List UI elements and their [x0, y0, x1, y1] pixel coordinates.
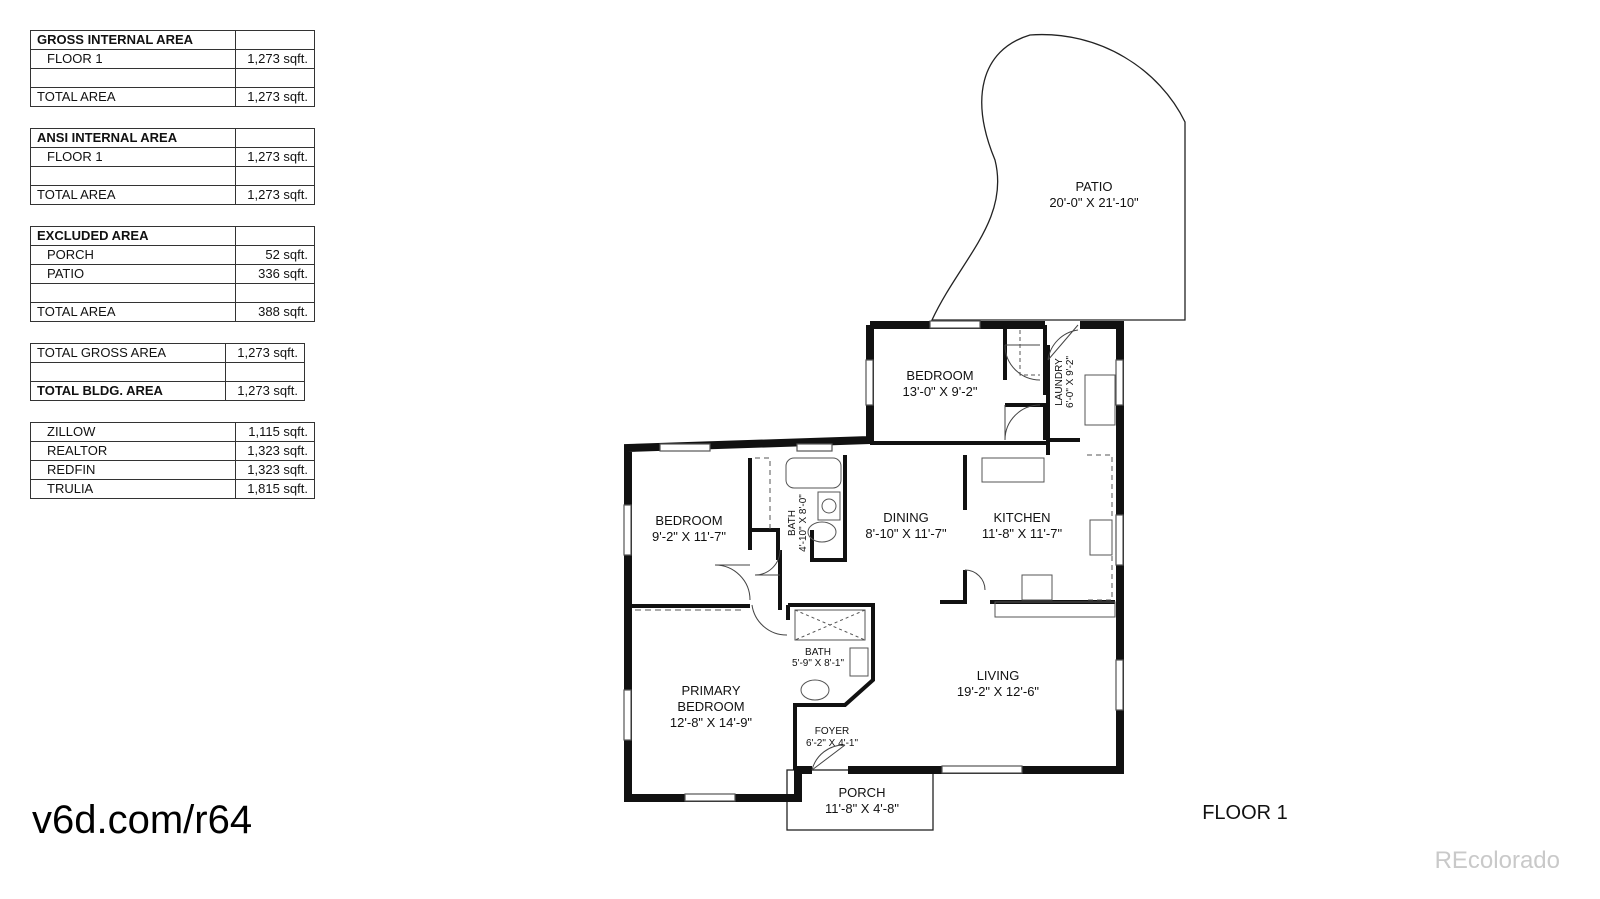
kitchen-size: 11'-8" X 11'-7": [982, 526, 1063, 541]
bath-mid-size: 5'-9" X 8'-1": [792, 658, 845, 669]
toilet-icon: [800, 679, 830, 701]
porch-outline: [786, 769, 934, 831]
area-row: [30, 166, 315, 186]
kitchen-sink-icon: [1089, 519, 1113, 556]
area-value: 1,115 sqft.: [235, 422, 315, 442]
bedroom-top-label: BEDROOM: [906, 368, 973, 383]
area-label: TOTAL GROSS AREA: [30, 343, 226, 363]
area-label: TOTAL AREA: [30, 185, 236, 205]
foyer-size: 6'-2" X 4'-1": [806, 738, 859, 749]
stove-icon: [981, 457, 1045, 483]
area-value: 1,273 sqft.: [235, 147, 315, 167]
bath-top-size: 4'-10" X 8'-0": [798, 494, 809, 552]
shower-icon: [794, 609, 866, 641]
patio-size: 20'-0" X 21'-10": [1049, 195, 1139, 210]
patio-label: PATIO: [1075, 179, 1112, 194]
area-label: ANSI INTERNAL AREA: [30, 128, 236, 148]
area-value: 1,273 sqft.: [235, 87, 315, 107]
foyer-label: FOYER: [815, 726, 849, 737]
area-value: 1,273 sqft.: [235, 185, 315, 205]
washer-dryer-icon: [1084, 374, 1116, 426]
bedroom-top-size: 13'-0" X 9'-2": [903, 384, 978, 399]
living-size: 19'-2" X 12'-6": [957, 684, 1040, 699]
toilet-icon: [807, 521, 837, 543]
area-label: TOTAL BLDG. AREA: [30, 381, 226, 401]
watermark-url: v6d.com/r64: [32, 798, 253, 842]
porch-size: 11'-8" X 4'-8": [825, 801, 899, 816]
area-label: TOTAL AREA: [30, 302, 236, 322]
bedroom-left-label: BEDROOM: [655, 513, 722, 528]
bedroom-left-size: 9'-2" X 11'-7": [652, 529, 726, 544]
bath-mid-label: BATH: [805, 647, 831, 658]
sink-icon: [849, 647, 869, 677]
dining-size: 8'-10" X 11'-7": [865, 526, 947, 541]
windows: [623, 320, 1124, 802]
area-label: TOTAL AREA: [30, 87, 236, 107]
dining-label: DINING: [883, 510, 929, 525]
patio-outline: [930, 33, 1186, 321]
living-label: LIVING: [977, 668, 1020, 683]
area-value: 336 sqft.: [235, 264, 315, 284]
kitchen-counter: [994, 601, 1116, 618]
area-value: 1,273 sqft.: [225, 381, 305, 401]
area-value: 388 sqft.: [235, 302, 315, 322]
area-value: 1,323 sqft.: [235, 460, 315, 480]
area-row: GROSS INTERNAL AREA: [30, 30, 315, 50]
sink-icon: [817, 491, 841, 521]
bath-top-label: BATH: [787, 510, 798, 536]
fixtures: [635, 330, 1116, 701]
primary-bedroom-label-2: BEDROOM: [677, 699, 744, 714]
floor-label: FLOOR 1: [1202, 802, 1288, 824]
brand-logo: REcolorado: [1434, 847, 1560, 874]
kitchen-label: KITCHEN: [993, 510, 1050, 525]
bathtub-icon: [785, 457, 842, 489]
primary-bedroom-label-1: PRIMARY: [682, 683, 741, 698]
door-swings: [714, 324, 1079, 771]
area-value: 1,815 sqft.: [235, 479, 315, 499]
range-icon: [1021, 574, 1053, 601]
porch-label: PORCH: [839, 785, 886, 800]
laundry-size: 6'-0" X 9'-2": [1065, 356, 1076, 409]
area-row: [30, 68, 315, 88]
primary-bedroom-size: 12'-8" X 14'-9": [670, 715, 753, 730]
area-label: TRULIA: [30, 479, 236, 499]
laundry-label: LAUNDRY: [1054, 358, 1065, 406]
